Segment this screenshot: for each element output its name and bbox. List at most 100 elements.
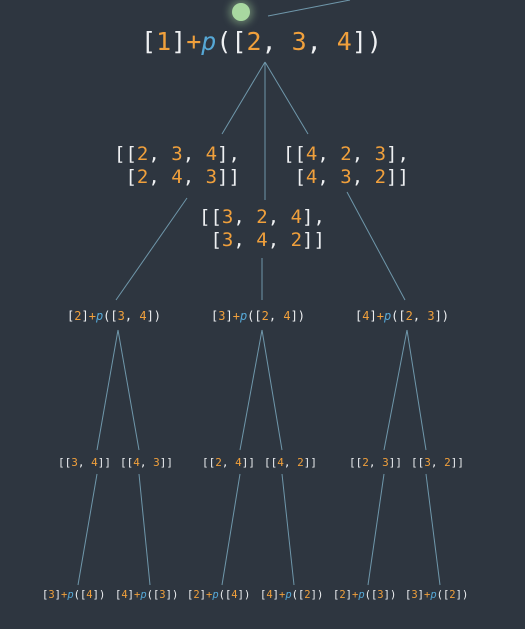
function-name: p (239, 309, 248, 323)
number: 3 (221, 206, 234, 228)
edge-sub-leaf-0-0 (77, 473, 98, 586)
number: 3 (159, 589, 166, 601)
number: 3 (374, 143, 387, 165)
number: 2 (136, 165, 149, 188)
edge-call-sub-0-0 (96, 329, 119, 451)
sub-permutation-0-1: [[4, 3]] (120, 456, 173, 469)
edge-sub-leaf-2-0 (367, 473, 385, 586)
number: 4 (290, 206, 303, 228)
permutation-group-1: [[3, 2, 4], [3, 4, 2]] (199, 206, 325, 251)
number: 2 (405, 309, 413, 323)
number: 4 (171, 165, 183, 188)
head-value: 3 (411, 589, 418, 601)
function-name: p (430, 589, 437, 601)
head-value: 3 (48, 589, 55, 601)
function-name: p (358, 589, 365, 601)
number: 4 (283, 309, 291, 323)
head-value: 1 (156, 27, 172, 56)
edge-root-perm-0 (221, 61, 266, 135)
edge-call-sub-2-1 (406, 329, 427, 451)
leaf-call-5: [3]+p([2]) (405, 589, 469, 601)
sub-permutation-1-0: [[2, 4]] (202, 456, 255, 469)
number: 4 (305, 143, 318, 165)
plus-sign: + (423, 589, 431, 601)
function-name: p (383, 309, 392, 323)
edge-top-right (267, 0, 351, 17)
function-name: p (212, 589, 219, 601)
number: 2 (136, 143, 149, 165)
head-value: 2 (339, 589, 346, 601)
head-value: 2 (74, 309, 82, 323)
plus-sign: + (205, 589, 213, 601)
number: 4 (305, 165, 318, 188)
function-name: p (67, 589, 74, 601)
permutation-group-2: [[4, 2, 3], [4, 3, 2]] (283, 143, 409, 188)
sub-permutation-2-1: [[3, 2]] (411, 456, 464, 469)
plus-sign: + (278, 589, 286, 601)
edge-call-sub-1-1 (261, 329, 283, 451)
permutation-group-0: [[2, 3, 4], [2, 4, 3]] (114, 143, 240, 188)
plus-sign: + (60, 589, 68, 601)
number: 2 (374, 165, 387, 188)
plus-sign: + (133, 589, 141, 601)
number: 3 (382, 456, 389, 469)
edge-call-sub-0-1 (117, 329, 140, 451)
recursive-call-1: [3]+p([2, 4]) (211, 309, 306, 323)
leaf-call-2: [2]+p([4]) (187, 589, 251, 601)
number: 4 (205, 143, 218, 165)
sub-permutation-0-0: [[3, 4]] (58, 456, 111, 469)
head-value: 4 (266, 589, 273, 601)
head-value: 4 (362, 309, 370, 323)
number: 3 (153, 456, 160, 469)
edge-sub-leaf-0-1 (138, 473, 151, 586)
number: 2 (340, 143, 352, 165)
edge-root-perm-2 (264, 61, 309, 135)
number: 4 (336, 27, 352, 56)
edge-perm-call-2 (346, 191, 406, 301)
recursive-call-0: [2]+p([3, 4]) (67, 309, 162, 323)
number: 3 (117, 309, 125, 323)
number: 4 (277, 456, 284, 469)
number: 2 (362, 456, 369, 469)
sub-permutation-1-1: [[4, 2]] (264, 456, 317, 469)
number: 4 (133, 456, 140, 469)
edge-sub-leaf-1-0 (221, 473, 241, 586)
number: 3 (427, 309, 435, 323)
leaf-call-0: [3]+p([4]) (42, 589, 106, 601)
leaf-call-1: [4]+p([3]) (115, 589, 179, 601)
number: 4 (235, 456, 242, 469)
edge-sub-leaf-2-1 (425, 473, 441, 586)
number: 2 (449, 589, 456, 601)
plus-sign: + (376, 309, 384, 323)
number: 3 (340, 165, 352, 188)
number: 4 (231, 589, 238, 601)
edge-call-sub-2-0 (383, 329, 408, 451)
sub-permutation-2-0: [[2, 3]] (349, 456, 402, 469)
number: 2 (246, 27, 262, 56)
leaf-call-4: [2]+p([3]) (333, 589, 397, 601)
recursive-call-2: [4]+p([2, 3]) (355, 309, 450, 323)
function-name: p (140, 589, 147, 601)
root-call: [1]+p([2, 3, 4]) (141, 27, 382, 56)
number: 2 (261, 309, 269, 323)
number: 2 (290, 228, 303, 251)
number: 3 (291, 27, 307, 56)
head-value: 4 (121, 589, 128, 601)
number: 2 (215, 456, 222, 469)
number: 2 (444, 456, 451, 469)
plus-sign: + (232, 309, 240, 323)
number: 3 (205, 165, 218, 188)
number: 4 (86, 589, 93, 601)
number: 3 (71, 456, 78, 469)
function-name: p (95, 309, 104, 323)
number: 4 (256, 228, 268, 251)
edge-perm-call-0 (115, 197, 188, 301)
head-value: 2 (193, 589, 200, 601)
number: 3 (221, 228, 234, 251)
number: 3 (377, 589, 384, 601)
number: 2 (304, 589, 311, 601)
function-name: p (201, 27, 217, 56)
plus-sign: + (351, 589, 359, 601)
edge-sub-leaf-1-1 (281, 473, 295, 586)
